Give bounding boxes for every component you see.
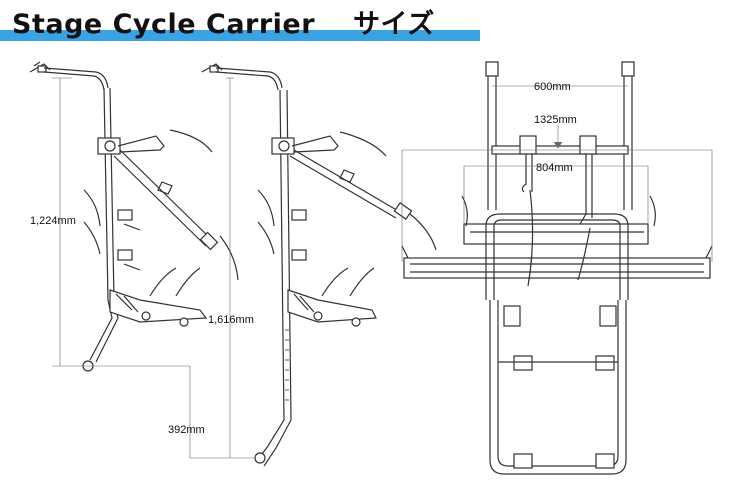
title-underline-bar <box>0 30 480 41</box>
dim-label-1325: 1325mm <box>534 114 577 126</box>
page-title: Stage Cycle Carrier サイズ <box>12 2 435 41</box>
title-jp: サイズ <box>353 9 435 40</box>
side-view-left <box>29 61 239 372</box>
dim-label-600: 600mm <box>534 81 571 93</box>
side-view-middle <box>201 63 437 467</box>
dimension-lines <box>52 77 713 459</box>
dim-label-392: 392mm <box>168 424 205 436</box>
dim-label-1616: 1,616mm <box>208 314 254 326</box>
dim-label-1224: 1,224mm <box>30 215 76 227</box>
dim-label-804: 804mm <box>536 162 573 174</box>
title-text: Stage Cycle Carrier <box>12 9 316 40</box>
